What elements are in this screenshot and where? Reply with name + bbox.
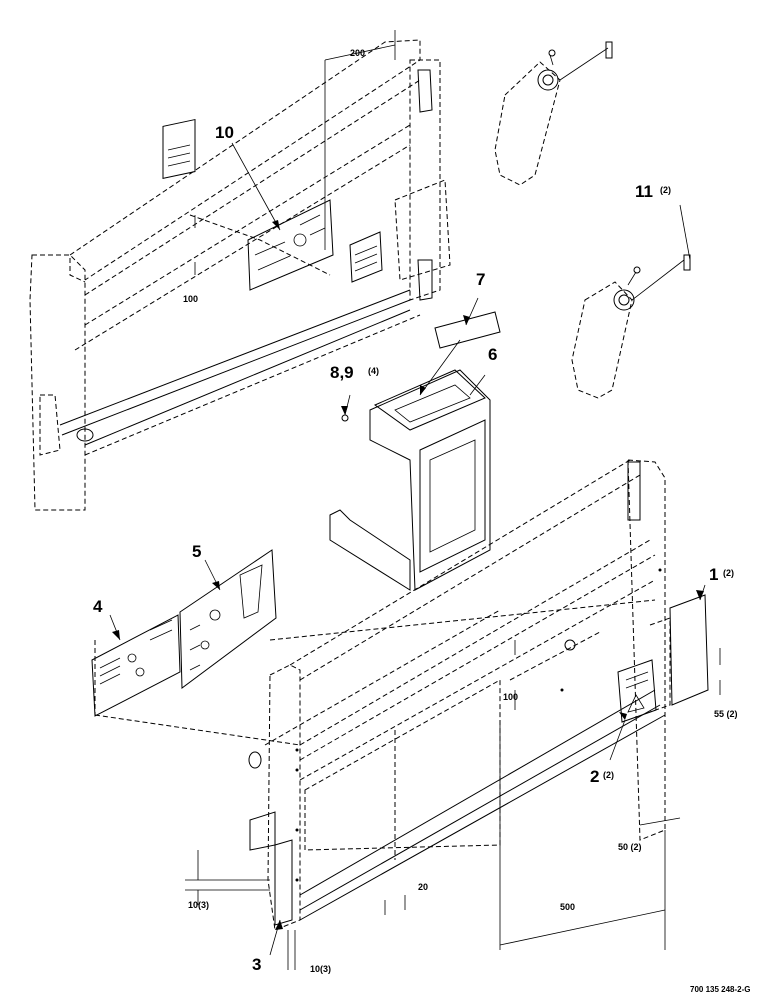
- dim-200-label: 200: [350, 48, 365, 58]
- lower-panel: [94, 459, 666, 931]
- callout-11-quantity: (2): [660, 185, 671, 195]
- dim-20-label: 20: [418, 882, 428, 892]
- callout-1-quantity: (2): [723, 568, 734, 578]
- callout-1-number: 1: [709, 565, 718, 584]
- callout-4-number: 4: [93, 597, 103, 616]
- callout-7: 7: [476, 270, 485, 289]
- callout-1: 1 (2): [709, 565, 734, 584]
- part-2-decal: [617, 659, 657, 723]
- dim-10a-label: 10(3): [188, 900, 209, 910]
- callout-4: 4: [93, 597, 103, 616]
- callout-11: 11 (2): [635, 182, 671, 201]
- callout-11-number: 11: [635, 182, 653, 201]
- callout-8-9-quantity: (4): [368, 366, 379, 376]
- callout-10-number: 10: [215, 123, 234, 142]
- upper-panel: [29, 39, 451, 511]
- upper-lever: [494, 41, 613, 186]
- arrowheads: [112, 220, 704, 930]
- part-5-decal: [179, 549, 277, 689]
- callout-8-9: 8,9 (4): [330, 363, 379, 382]
- callout-5: 5: [192, 542, 201, 561]
- dim-50-label: 50 (2): [618, 842, 642, 852]
- callout-6-number: 6: [488, 345, 497, 364]
- callout-10: 10: [215, 123, 234, 142]
- callout-8-9-number: 8,9: [330, 363, 354, 382]
- dimension-lines: [185, 30, 721, 970]
- part-1-bracket: [669, 594, 709, 706]
- callout-2-number: 2: [590, 767, 599, 786]
- lower-lever: [571, 254, 691, 399]
- dim-10b-label: 10(3): [310, 964, 331, 974]
- drawing-number: 700 135 248-2-G: [690, 985, 751, 994]
- part-6-cover: [329, 369, 491, 591]
- callout-3-number: 3: [252, 955, 261, 974]
- part-4-decal: [91, 614, 181, 717]
- callout-5-number: 5: [192, 542, 201, 561]
- part-3-decal: [274, 839, 293, 926]
- dim-100-top-label: 100: [183, 294, 198, 304]
- callout-3: 3: [252, 955, 261, 974]
- callout-7-number: 7: [476, 270, 485, 289]
- dim-500-label: 500: [560, 902, 575, 912]
- callout-2-quantity: (2): [603, 770, 614, 780]
- callout-6: 6: [488, 345, 497, 364]
- part-7-plate: [434, 311, 501, 349]
- dim-100-bottom-label: 100: [503, 692, 518, 702]
- callout-2: 2 (2): [590, 767, 614, 786]
- dim-55-label: 55 (2): [714, 709, 738, 719]
